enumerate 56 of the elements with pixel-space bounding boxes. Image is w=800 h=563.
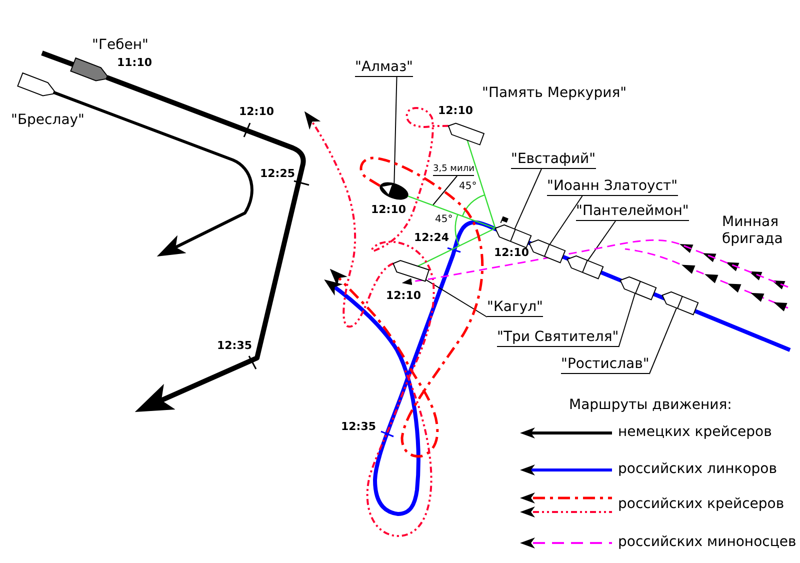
time-label: 12:10 [239,105,274,118]
legend-text: немецких крейсеров [618,424,772,441]
time-label: 12:10 [494,246,530,259]
time-label: 12:35 [217,339,252,352]
ship-symbol [70,57,108,82]
route-line [41,50,74,67]
ship-symbol [662,291,699,316]
ship-name: "Пантелеймон" [576,203,689,221]
legend-text: российских миноносцев [618,534,796,551]
ship-name: "Евстафий" [511,151,596,169]
ship-name: "Ростислав" [561,356,650,374]
ship-symbol [17,72,55,96]
leader-line [425,279,488,318]
legend-text: российских линкоров [618,461,777,478]
time-label: 12:10 [386,289,422,302]
ship-name: "Алмаз" [355,59,413,77]
ship-name: "Гебен" [92,37,148,54]
leader-line [587,220,616,262]
ship-symbol [566,255,604,280]
ship-name: "Три Святителя" [497,329,619,347]
leader-line [514,168,542,230]
route-line [106,75,306,412]
ship-name: "Память Меркурия" [482,85,627,102]
angle-label: 45° [435,214,453,226]
route-line [402,239,788,288]
time-label: 11:10 [117,56,152,69]
route-line [304,111,394,328]
time-label: 12:25 [260,167,296,180]
time-label: 12:10 [371,203,406,216]
bearing-line [408,196,496,229]
leader-line [648,308,678,374]
time-label: 12:10 [438,104,474,117]
distance-label: 3,5 мили [433,164,474,176]
ship-symbol [392,260,430,282]
time-label: 12:35 [341,420,376,433]
ship-name: "Иоанн Златоуст" [547,178,678,196]
angle-label: 45° [459,181,477,193]
bearing-line [417,228,496,267]
ship-name: "Кагул" [487,299,543,317]
leader-line [549,196,583,245]
legend-title: Маршруты движения: [569,397,732,414]
bearing-line [466,140,496,228]
leader-line [394,76,398,184]
ship-symbol [494,216,532,248]
ship-symbol [380,182,408,200]
route-line [330,156,484,458]
leader-line [618,292,636,348]
group-label: Минная бригада [722,214,784,248]
legend-text: российских крейсеров [618,496,784,513]
ship-name: "Бреслау" [11,112,84,129]
route-line [53,91,254,257]
ship-symbol [448,122,485,146]
ship-symbol [528,239,566,264]
ship-symbol [620,276,657,300]
time-label: 12:24 [414,231,450,244]
leader-line [432,176,458,206]
